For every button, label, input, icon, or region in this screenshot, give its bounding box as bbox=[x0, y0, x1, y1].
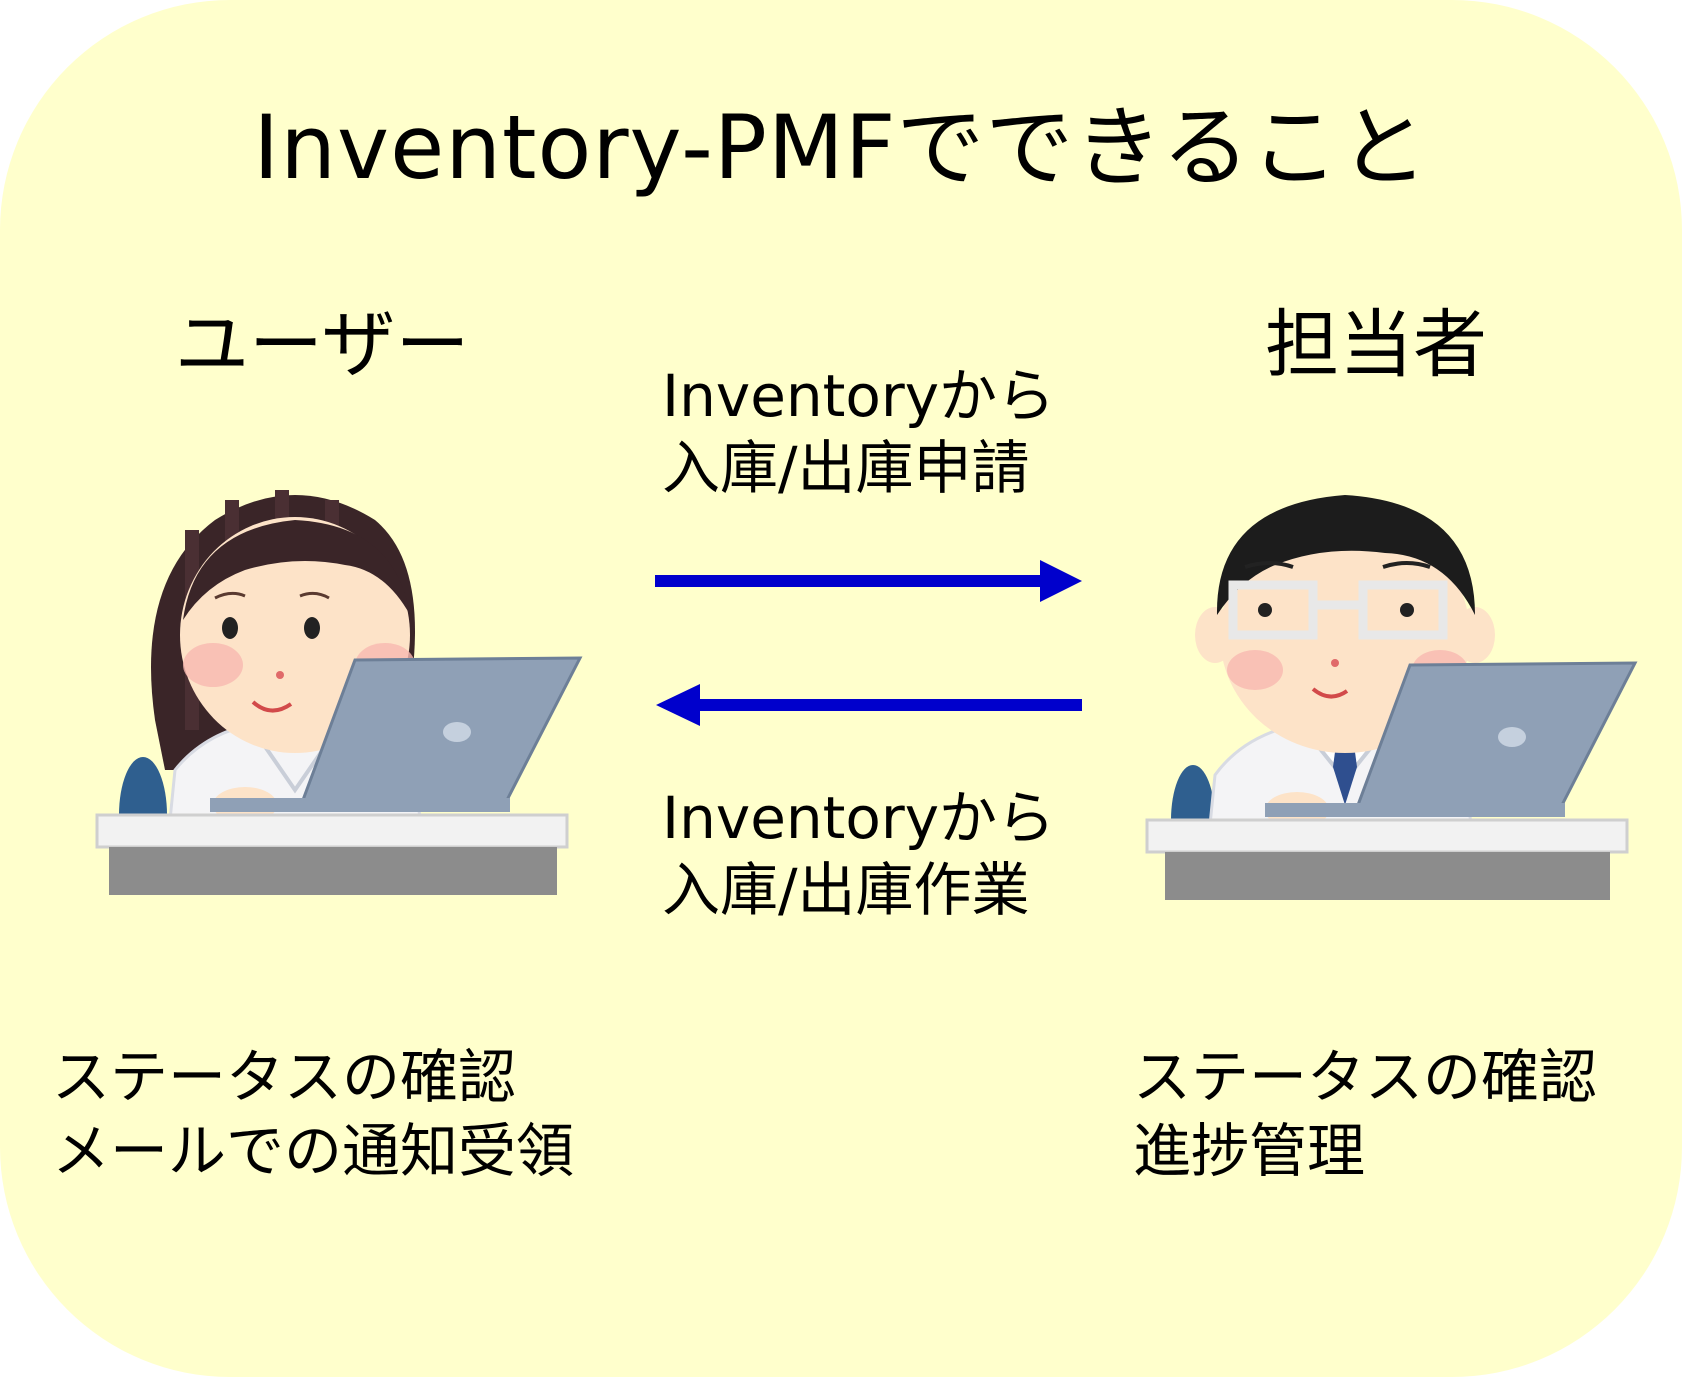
staff-capability-status: ステータスの確認 bbox=[1133, 1043, 1598, 1111]
staff-capabilities: ステータスの確認 進捗管理 bbox=[1133, 1040, 1597, 1188]
diagram-title: Inventory-PMFでできること bbox=[253, 96, 1429, 199]
user-illustration bbox=[95, 490, 583, 895]
user-capabilities: ステータスの確認 メールでの通知受領 bbox=[52, 1040, 574, 1188]
action-request-line-1: Inventoryから bbox=[662, 362, 1056, 430]
tie-icon bbox=[1333, 737, 1357, 805]
arrow-left bbox=[656, 684, 1082, 726]
glasses-icon bbox=[1228, 580, 1448, 640]
role-label-staff: 担当者 bbox=[1265, 302, 1487, 388]
action-label-request: Inventoryから 入庫/出庫申請 bbox=[662, 360, 1055, 504]
action-request-line-2: 入庫/出庫申請 bbox=[662, 434, 1030, 502]
action-label-work: Inventoryから 入庫/出庫作業 bbox=[662, 782, 1055, 926]
staff-capability-progress: 進捗管理 bbox=[1133, 1117, 1366, 1185]
arrow-right bbox=[655, 560, 1082, 602]
user-capability-email: メールでの通知受領 bbox=[52, 1117, 575, 1185]
desk-icon bbox=[95, 813, 569, 849]
role-label-user: ユーザー bbox=[175, 302, 470, 388]
action-work-line-2: 入庫/出庫作業 bbox=[662, 856, 1030, 924]
action-work-line-1: Inventoryから bbox=[662, 784, 1056, 852]
user-capability-status: ステータスの確認 bbox=[52, 1043, 517, 1111]
desk-icon bbox=[1145, 818, 1629, 854]
staff-illustration bbox=[1145, 495, 1638, 900]
